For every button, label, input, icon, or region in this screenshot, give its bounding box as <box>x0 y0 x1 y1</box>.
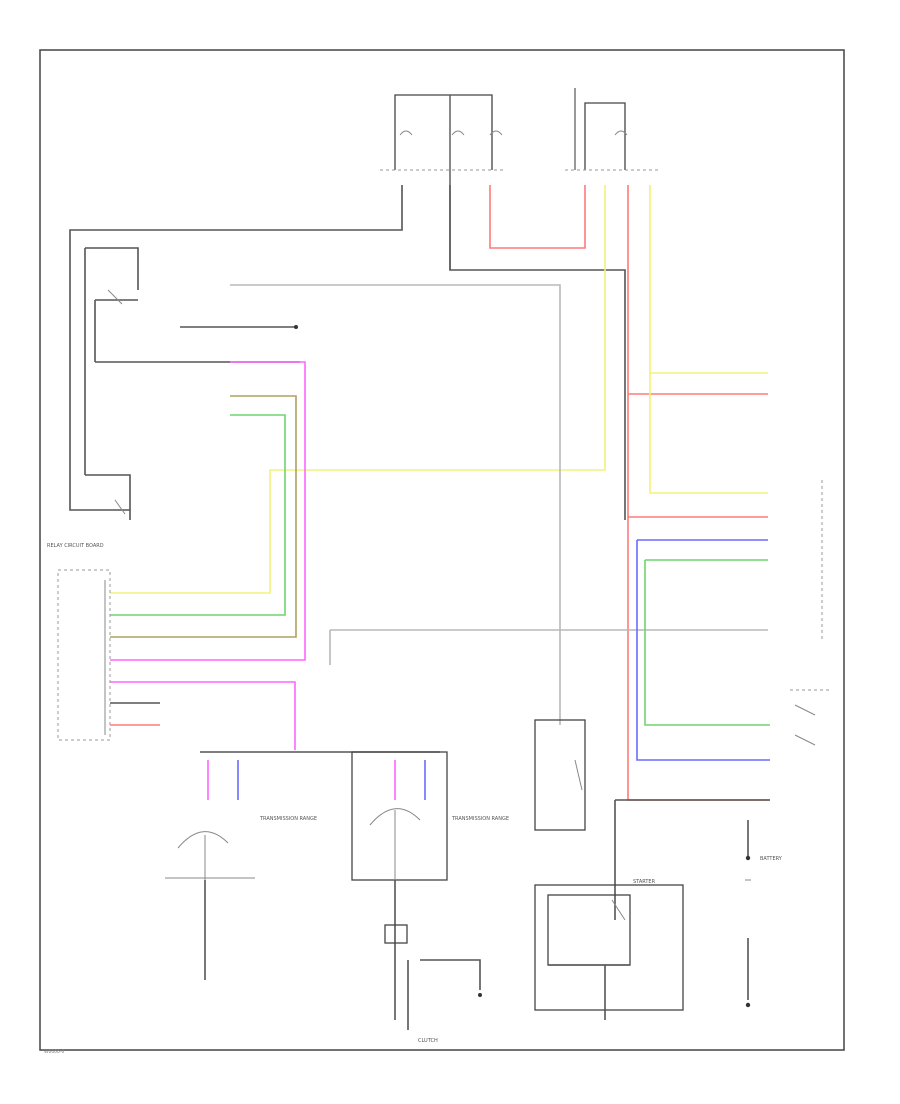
page-code: W0000-0 <box>44 1049 65 1055</box>
starter-cut-relay-1 <box>94 289 300 363</box>
battery <box>745 820 751 1008</box>
starter-label: STARTER <box>633 879 656 885</box>
underhood-fuse-box-left <box>380 94 505 270</box>
diagram-border <box>39 49 845 1051</box>
ignition-switch <box>790 480 830 746</box>
underhood-fuse-box-right <box>565 88 660 171</box>
relay-circuit-board <box>57 569 111 741</box>
clutch-switch <box>384 924 482 1030</box>
battery-label: BATTERY <box>760 856 783 862</box>
transmission-range-2-label: TRANSMISSION RANGE <box>451 816 509 822</box>
transmission-range-1-label: TRANSMISSION RANGE <box>259 816 317 822</box>
starter-cut-relay-2 <box>85 474 131 520</box>
starter-motor <box>534 884 684 1020</box>
transmission-range-switch-1 <box>165 831 255 980</box>
clutch-label: CLUTCH <box>418 1038 438 1044</box>
relay-circuit-board-label: RELAY CIRCUIT BOARD <box>47 543 104 549</box>
starter-relay-box <box>534 719 586 831</box>
transmission-range-switch-2 <box>351 751 448 1020</box>
